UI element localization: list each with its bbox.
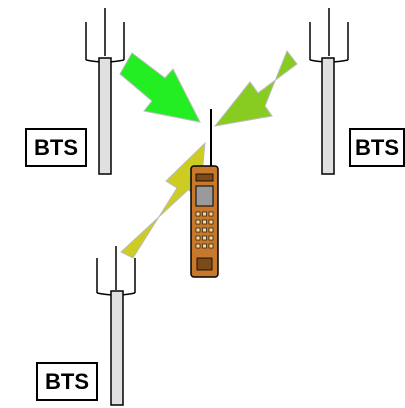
tower-right — [309, 8, 349, 175]
tower-mast — [110, 290, 124, 406]
tower-mast — [98, 57, 112, 175]
tower-mast — [321, 57, 335, 175]
signal-arrow-left — [119, 52, 201, 123]
trident-antenna-icon — [309, 8, 349, 63]
tower-bottom — [96, 246, 136, 406]
bts-label-right: BTS — [349, 128, 405, 167]
trident-antenna-icon — [96, 246, 136, 296]
signal-arrow-right — [213, 49, 298, 127]
bts-label-bottom: BTS — [36, 362, 98, 401]
bts-label-left: BTS — [25, 128, 87, 167]
tower-left — [85, 8, 125, 175]
mobile-phone-icon — [190, 109, 219, 278]
trident-antenna-icon — [85, 8, 125, 63]
